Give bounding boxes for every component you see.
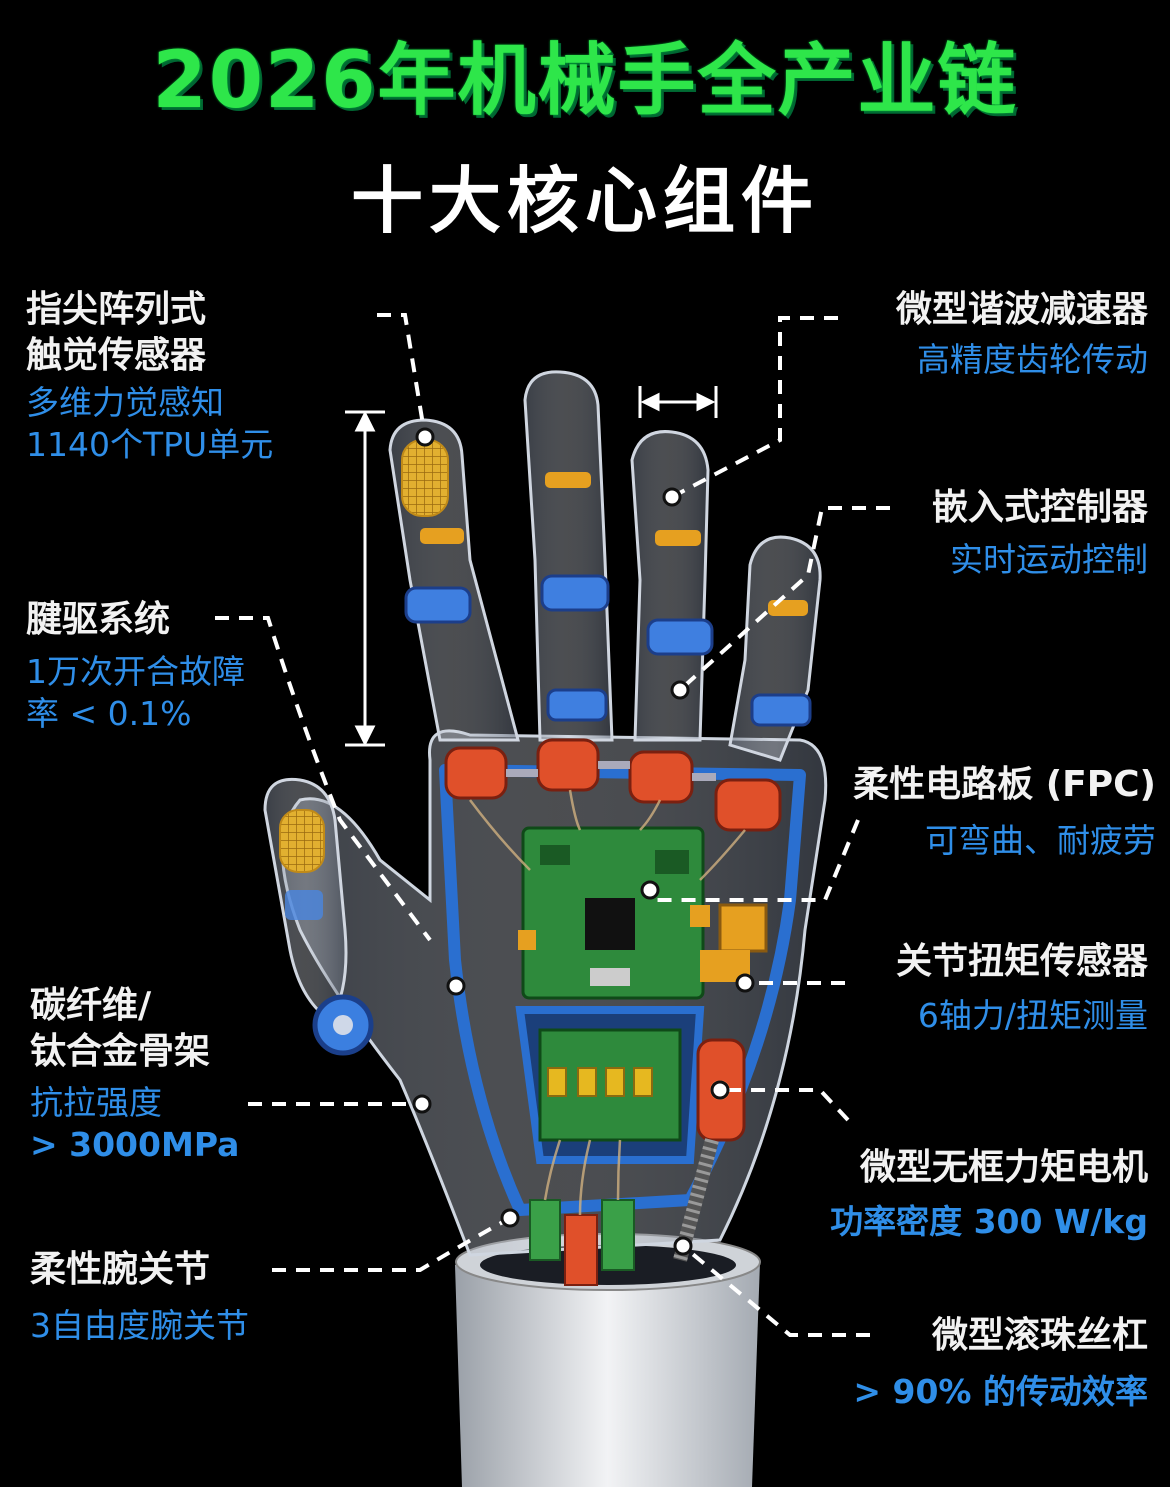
callout-title: 指尖阵列式 — [26, 289, 207, 330]
callout-desc: 率 < 0.1% — [26, 693, 192, 733]
callout-desc: 1140个TPU单元 — [26, 425, 274, 465]
callout-title: 关节扭矩传感器 — [895, 941, 1148, 982]
callout-wrist-joint: 柔性腕关节 3自由度腕关节 — [30, 1250, 249, 1344]
callout-title: 柔性电路板 (FPC) — [853, 764, 1156, 805]
callout-title: 柔性腕关节 — [30, 1249, 211, 1290]
callout-harmonic-reducer: 微型谐波减速器 高精度齿轮传动 — [896, 290, 1148, 378]
callout-desc: 可弯曲、耐疲劳 — [925, 820, 1156, 860]
callout-fpc: 柔性电路板 (FPC) 可弯曲、耐疲劳 — [853, 765, 1156, 859]
callout-ball-screw: 微型滚珠丝杠 > 90% 的传动效率 — [853, 1316, 1148, 1410]
callout-desc: 功率密度 300 W/kg — [830, 1201, 1148, 1241]
callout-frameless-motor: 微型无框力矩电机 功率密度 300 W/kg — [830, 1148, 1148, 1240]
callout-title: 嵌入式控制器 — [931, 487, 1148, 528]
callout-desc: 实时运动控制 — [950, 539, 1148, 579]
callout-tendon-system: 腱驱系统 1万次开合故障 率 < 0.1% — [26, 600, 245, 732]
callout-desc: 多维力觉感知 — [26, 383, 224, 423]
callout-skeleton: 碳纤维/ 钛合金骨架 抗拉强度 > 3000MPa — [30, 986, 239, 1164]
callout-desc: 高精度齿轮传动 — [917, 339, 1148, 379]
leader-lines — [215, 313, 890, 1337]
callout-fingertip-sensor: 指尖阵列式 触觉传感器 多维力觉感知 1140个TPU单元 — [26, 290, 273, 464]
pcb-board — [518, 826, 710, 1000]
callout-torque-sensor: 关节扭矩传感器 6轴力/扭矩测量 — [896, 942, 1148, 1034]
callout-desc: > 3000MPa — [30, 1125, 240, 1165]
callout-desc: 抗拉强度 — [30, 1083, 162, 1123]
callout-title: 微型无框力矩电机 — [859, 1147, 1148, 1188]
dimension-arrows — [345, 386, 718, 747]
page-title: 2026年机械手全产业链 — [152, 36, 1018, 126]
callout-title: 腱驱系统 — [26, 599, 171, 640]
callout-title: 触觉传感器 — [26, 334, 207, 376]
callout-desc: 3自由度腕关节 — [30, 1305, 249, 1345]
callout-title: 钛合金骨架 — [30, 1030, 211, 1072]
callout-desc: > 90% 的传动效率 — [853, 1371, 1148, 1411]
page-subtitle: 十大核心组件 — [350, 159, 819, 243]
callout-title: 微型滚珠丝杠 — [931, 1315, 1148, 1356]
callout-dots — [412, 427, 755, 1256]
callout-title: 微型谐波减速器 — [895, 289, 1148, 330]
callout-desc: 1万次开合故障 — [26, 651, 245, 691]
callout-title: 碳纤维/ — [30, 985, 152, 1026]
torque-sensor-chip — [718, 903, 768, 953]
callout-desc: 6轴力/扭矩测量 — [917, 995, 1148, 1035]
knuckle-motors — [444, 738, 782, 832]
fingers — [388, 370, 822, 762]
thumb — [263, 777, 374, 1056]
callout-embedded-controller: 嵌入式控制器 实时运动控制 — [932, 488, 1148, 578]
